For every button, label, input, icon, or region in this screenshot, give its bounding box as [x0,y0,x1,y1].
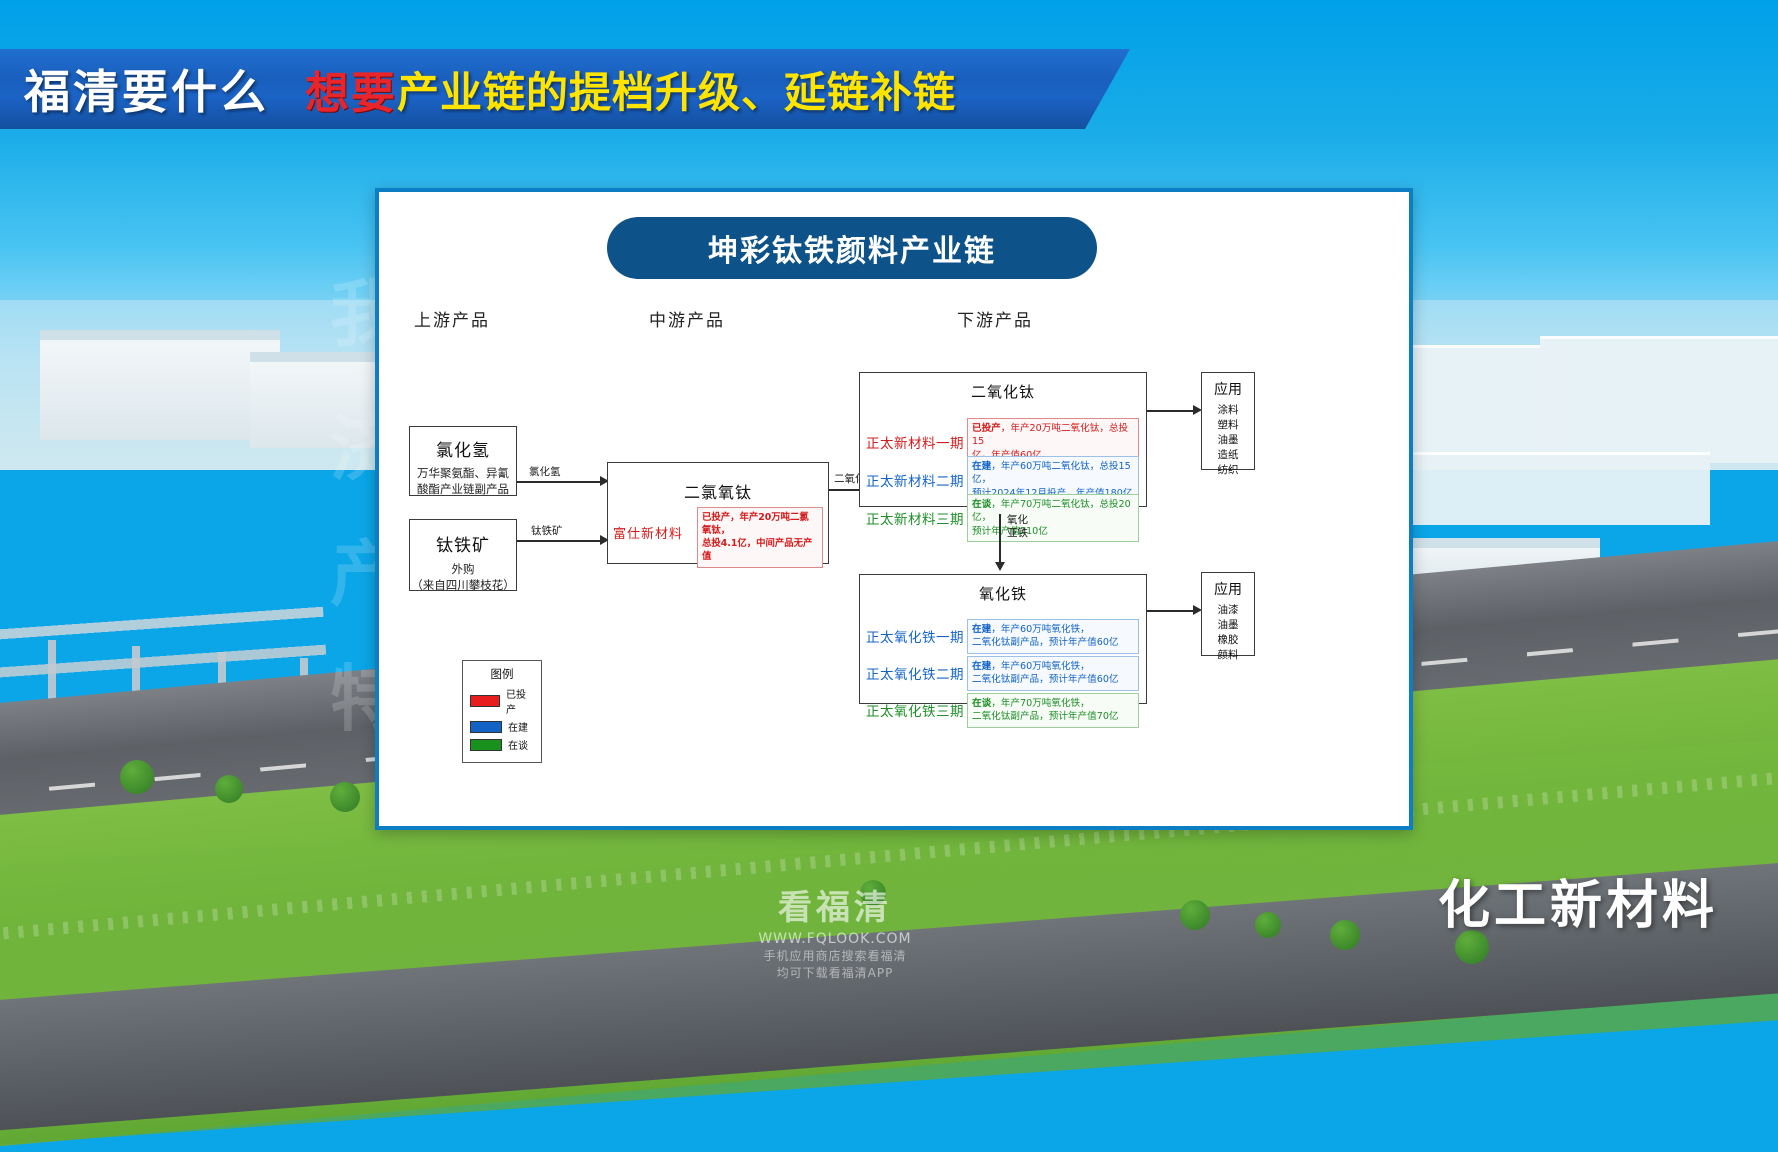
tio2-phase-3-detail: 在谈，年产70万吨二氧化钛，总投20亿， 预计年产值210亿 [967,494,1139,543]
slide-card: 坤彩钛铁颜料产业链 上游产品 中游产品 下游产品 氯化氢 万华聚氨酯、异氰 酸酯… [375,188,1413,830]
tree [1255,912,1281,938]
arrow-tio2-to-feo [999,514,1001,564]
node-titanium-oxychloride-company: 富仕新材料 [613,527,684,542]
header-title-white: 福清要什么 [24,65,269,119]
application-box-feo-items: 油漆 油墨 橡胶 颜料 [1217,604,1239,661]
tio2-phase-1-status: 已投产 [972,423,1001,434]
edge-label-ferrous-oxide: 氧化 亚铁 [1007,514,1028,540]
legend-title: 图例 [490,667,514,681]
stage-label-upstream: 上游产品 [414,311,490,331]
watermark-brand: 看福清 [778,888,892,928]
node-ilmenite-sub: 外购 （来自四川攀枝花） [411,562,515,592]
node-titanium-oxychloride-detail: 已投产，年产20万吨二氯氧钛， 总投4.1亿，中间产品无产值 [697,507,823,568]
tio2-phase-3-status: 在谈 [972,499,992,510]
feo-phase-1-detail: 在建，年产60万吨氧化铁， 二氧化钛副产品，预计年产值60亿 [967,619,1139,654]
tio2-phase-2-status: 在建 [972,461,992,472]
header-title-yellow: 产业链的提档升级、延链补链 [397,67,957,117]
legend-label-negotiating: 在谈 [508,741,528,752]
stage-label-downstream: 下游产品 [957,311,1033,331]
feo-phase-1-name: 正太氧化铁一期 [866,630,964,647]
feo-phase-1-text: ，年产60万吨氧化铁， 二氧化钛副产品，预计年产值60亿 [972,624,1119,649]
arrow-ilmenite-to-mid [517,540,602,542]
stage-label-midstream: 中游产品 [649,311,725,331]
arrowhead-feo-in [995,562,1005,571]
arrowhead-hcl [600,476,609,486]
node-titanium-dioxide-title: 二氧化钛 [970,383,1035,401]
watermark-line-2: 均可下载看福清APP [776,966,894,980]
legend-label-produced: 已投产 [506,690,526,716]
tio2-phase-2-text: ，年产60万吨二氧化钛，总投15亿， 预计2024年12月投产，年产值180亿 [972,461,1132,499]
edge-label-ilmenite: 钛铁矿 [531,525,563,537]
tree [860,880,886,906]
node-ilmenite: 钛铁矿 外购 （来自四川攀枝花） [409,519,517,592]
tio2-phase-3-text: ，年产70万吨二氧化钛，总投20亿， 预计年产值210亿 [972,499,1131,537]
watermark-line-1: 手机应用商店搜索看福清 [763,949,907,963]
watermark: 看福清 WWW.FQLOOK.COM 手机应用商店搜索看福清 均可下载看福清AP… [730,880,940,981]
chain-title-text: 坤彩钛铁颜料产业链 [708,234,996,269]
application-box-tio2-items: 涂料 塑料 油墨 造纸 纺织 [1217,404,1239,476]
feo-phase-3-detail: 在谈，年产70万吨氧化铁， 二氧化钛副产品，预计年产值70亿 [967,693,1139,728]
building-left [40,330,280,440]
node-hydrogen-chloride-title: 氯化氢 [436,441,490,461]
legend-swatch-produced [470,695,500,707]
feo-phase-2-status: 在建 [972,661,992,672]
legend-label-building: 在建 [508,723,528,734]
feo-phase-2-name: 正太氧化铁二期 [866,667,964,684]
feo-phase-2-text: ，年产60万吨氧化铁， 二氧化钛副产品，预计年产值60亿 [972,661,1119,686]
tio2-phase-1-name: 正太新材料一期 [866,436,964,453]
application-box-tio2: 应用 涂料 塑料 油墨 造纸 纺织 [1201,372,1255,476]
feo-phase-3-name: 正太氧化铁三期 [866,704,964,721]
header-ribbon: 福清要什么 想要 产业链的提档升级、延链补链 [0,49,1130,129]
node-iron-oxide-title: 氧化铁 [978,585,1027,603]
feo-phase-row: 正太氧化铁三期 在谈，年产70万吨氧化铁， 二氧化钛副产品，预计年产值70亿 [863,693,1139,728]
corner-caption: 化工新材料 [1437,876,1718,936]
watermark-url: WWW.FQLOOK.COM [758,931,912,947]
application-box-tio2-title: 应用 [1214,382,1242,398]
tree [215,775,243,803]
legend: 图例 已投产 在建 在谈 [462,660,542,763]
chain-title-pill: 坤彩钛铁颜料产业链 [607,217,1097,279]
tree [1180,900,1210,930]
arrowhead-feo-app [1193,605,1202,615]
tio2-phase-1-text: ，年产20万吨二氧化钛，总投15 亿，年产值60亿 [972,423,1129,461]
feo-phase-row: 正太氧化铁一期 在建，年产60万吨氧化铁， 二氧化钛副产品，预计年产值60亿 [863,619,1139,654]
feo-phase-row: 正太氧化铁二期 在建，年产60万吨氧化铁， 二氧化钛副产品，预计年产值60亿 [863,656,1139,691]
arrow-tio2-to-app [1147,410,1195,412]
arrow-feo-to-app [1147,610,1195,612]
legend-row-produced: 已投产 [470,686,534,716]
legend-swatch-building [470,720,502,733]
feo-phase-3-text: ，年产70万吨氧化铁， 二氧化钛副产品，预计年产值70亿 [972,698,1119,723]
node-hydrogen-chloride-sub: 万华聚氨酯、异氰 酸酯产业链副产品 [417,466,509,496]
application-box-feo-title: 应用 [1214,582,1242,598]
tio2-phase-3-name: 正太新材料三期 [866,512,964,529]
legend-box: 图例 已投产 在建 在谈 [462,660,542,763]
legend-swatch-negotiating [470,738,502,751]
edge-label-hcl: 氯化氢 [529,466,561,478]
node-hydrogen-chloride: 氯化氢 万华聚氨酯、异氰 酸酯产业链副产品 [409,426,517,496]
feo-phase-1-status: 在建 [972,624,992,635]
application-box-feo: 应用 油漆 油墨 橡胶 颜料 [1201,572,1255,661]
legend-row-building: 在建 [470,719,534,734]
building-c [1540,336,1778,463]
feo-phase-3-status: 在谈 [972,698,992,709]
node-titanium-oxychloride-title: 二氯氧钛 [683,483,752,502]
tree [330,782,360,812]
arrowhead-tio2-app [1193,405,1202,415]
arrowhead-ilmenite [600,535,609,545]
building-d [1410,452,1710,525]
tree [1455,930,1489,964]
tio2-phase-2-name: 正太新材料二期 [866,474,964,491]
arrow-hcl-to-mid [517,481,602,483]
feo-phase-2-detail: 在建，年产60万吨氧化铁， 二氧化钛副产品，预计年产值60亿 [967,656,1139,691]
tree [1330,920,1360,950]
tio2-phase-row: 正太新材料三期 在谈，年产70万吨二氧化钛，总投20亿， 预计年产值210亿 [863,494,1139,543]
tree [120,760,154,794]
node-ilmenite-title: 钛铁矿 [436,536,490,556]
header-title-red: 想要 [305,68,397,119]
legend-row-negotiating: 在谈 [470,737,534,752]
